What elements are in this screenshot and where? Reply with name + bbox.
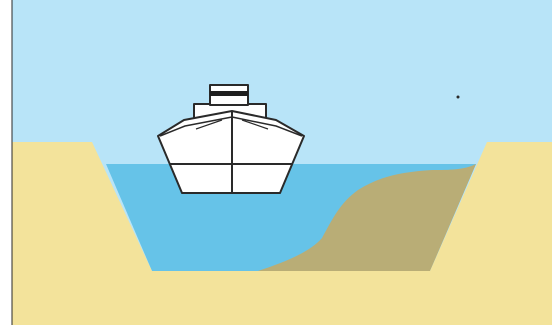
sky-dot xyxy=(457,96,460,99)
funnel-band xyxy=(210,91,248,96)
